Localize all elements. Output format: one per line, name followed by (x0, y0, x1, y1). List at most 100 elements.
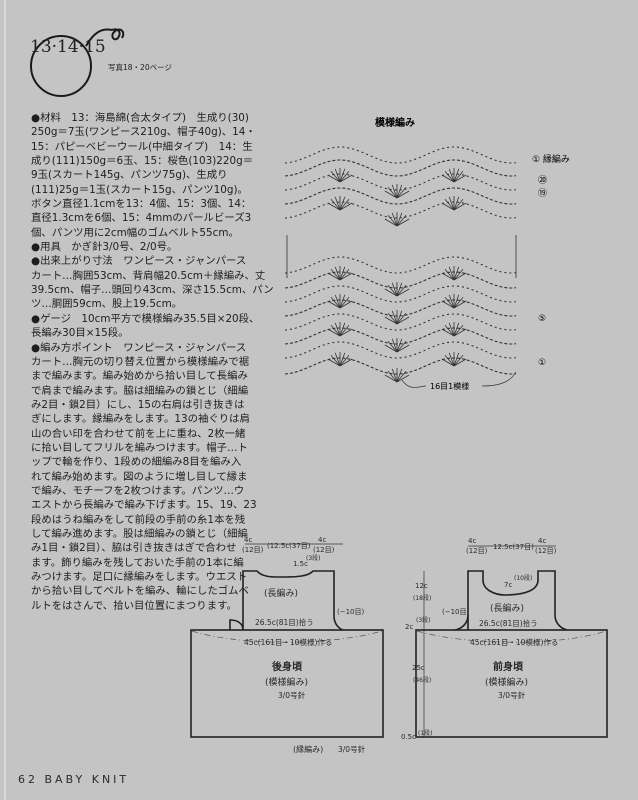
stitch-fan (327, 352, 353, 367)
repeat-label: 16目1模様 (430, 381, 469, 391)
front-neck-width: 12.5c(37目) (493, 543, 534, 551)
stitch-row (284, 285, 517, 303)
front-pickup: 26.5c(81目)拾う (479, 618, 538, 628)
back-neck-depth: 1.5c (293, 560, 308, 568)
front-yoke-stitch: (長編み) (490, 602, 524, 614)
stitch-row (284, 201, 517, 219)
instruction-line: 39.5cm、帽子…頭回り43cm、深さ15.5cm、パン (31, 284, 274, 297)
instruction-line: 長編み30目×15段。 (31, 327, 129, 340)
project-number: 13·14·15 (30, 37, 106, 57)
front-needle: 3/0号針 (498, 690, 526, 700)
page-footer: 62 BABY KNIT (18, 773, 129, 786)
instruction-line: 個、パンツ用に2cm幅のゴムベルト55cm。 (31, 226, 239, 239)
back-neck-depth-rows: (3段) (306, 554, 321, 562)
instruction-line: まで編みます。編み始めから拾い目して長編み (31, 370, 248, 383)
instruction-line: ップで輪を作り、1段めの細編み8目を編み入 (31, 456, 242, 469)
back-edging-needle: 3/0号針 (338, 744, 366, 754)
back-piece-diagram: 4c (12目) (12.5c(37目) 4c (12目) 1.5c (3段) … (190, 536, 433, 754)
edge-row-label: ① 縁編み (532, 153, 570, 165)
instruction-line: 山の合い印を合わせて前を上に重ね、2枚一緒 (31, 427, 246, 440)
back-edging: (縁編み) (293, 744, 323, 754)
stitch-fan (327, 196, 353, 211)
front-neck-depth: 7c (504, 581, 512, 589)
instruction-line: カート…胸元の切り替え位置から模様編みで裾 (31, 355, 250, 368)
stitch-fan (384, 310, 410, 325)
instruction-line: (111)25g＝1玉(スカート15g、パンツ10g)。 (31, 183, 248, 196)
back-shoulder-right-sts: (12目) (313, 546, 335, 554)
stitch-row (284, 299, 517, 317)
stitch-fan (441, 168, 467, 183)
stitch-row (284, 256, 517, 274)
stitch-fan (327, 294, 353, 309)
back-needle: 3/0号針 (278, 690, 306, 700)
front-piece-diagram: 4c (12目) 12.5c(37目) 4c (12目) 7c (10段) (長… (415, 537, 608, 738)
garment-schematics: 4c (12目) (12.5c(37目) 4c (12目) 1.5c (3段) … (190, 536, 608, 754)
stitch-fan (384, 368, 410, 383)
instruction-line: ●編み方ポイント ワンピース・ジャンパース (31, 341, 247, 354)
stitch-fan (384, 282, 410, 297)
front-shoulder-left-sts: (12目) (466, 547, 488, 555)
stitch-row (284, 271, 517, 289)
row-5-label: ⑤ (538, 314, 546, 324)
instruction-line: みつけます。足口に縁編みをします。ウエスト (31, 571, 248, 583)
chart-title: 模様編み (375, 116, 415, 129)
back-shoulder-left: 4c (244, 536, 252, 544)
stitch-row (284, 327, 517, 345)
instructions-text: ●材料 13：海島綿(合太タイプ) 生成り(30)250g＝7玉(ワンピース21… (31, 111, 281, 613)
instruction-line: ぎにします。縁編みをします。13の袖ぐりは肩 (31, 413, 250, 426)
instruction-line: み1目・鎖2目）、脇は引き抜きはぎで合わせ (31, 542, 237, 555)
back-neck-width: (12.5c(37目) (267, 542, 311, 550)
back-pickup: 26.5c(81目)拾う (255, 617, 314, 627)
back-decrease: (−10目) (337, 608, 365, 616)
height-edge-rows: (1段) (418, 729, 433, 737)
back-shoulder-right: 4c (318, 536, 326, 544)
stitch-fan (327, 266, 353, 281)
instruction-line: から拾い目してベルトを編み、輪にしたゴムベ (31, 585, 249, 598)
instruction-line: で編み、モチーフを2枚つけます。パンツ…ウ (31, 484, 245, 497)
front-shoulder-right: 4c (538, 537, 546, 545)
back-yoke-stitch: (長編み) (264, 587, 298, 599)
stitch-fan (384, 212, 410, 227)
instruction-line: ●出来上がり寸法 ワンピース・ジャンパース (31, 255, 247, 268)
stitch-fan (441, 196, 467, 211)
height-edge: 0.5c (401, 733, 416, 741)
instruction-line: 15：パピーベビーウール(中細タイプ) 14：生 (31, 140, 253, 153)
back-piece-name: 後身頃 (272, 660, 303, 673)
instruction-line: ●材料 13：海島綿(合太タイプ) 生成り(30) (31, 112, 249, 124)
back-shoulder-left-sts: (12目) (242, 546, 264, 554)
front-decrease: (−10目) (442, 608, 470, 616)
stitch-row (284, 187, 517, 205)
stitch-fan (384, 184, 410, 199)
instruction-line: 直径1.3cmを6個、15：4mmのパールビーズ3 (31, 212, 252, 225)
back-cast-on: 45c(161目・10模様)作る (244, 637, 332, 647)
front-shoulder-right-sts: (12目) (535, 547, 557, 555)
crochet-pattern-chart: 模様編み ① 縁編み ⑳ ⑲ ⑤ ① 16目1模様 (284, 116, 570, 391)
instruction-line: ●用具 かぎ針3/0号、2/0号。 (31, 241, 178, 254)
instruction-line: ボタン直径1.1cmを13：4個、15：3個、14： (31, 198, 252, 211)
height-armhole-rows: (3段) (416, 616, 431, 624)
front-piece-name: 前身頃 (493, 660, 524, 673)
instruction-line: に拾い目してフリルを編みつけます。帽子…ト (31, 441, 248, 454)
stitch-fan (384, 338, 410, 353)
instruction-line: ●ゲージ 10cm平方で模様編み35.5目×20段、 (31, 312, 260, 325)
height-yoke: 12c (415, 582, 428, 590)
instruction-line: 成り(111)150g＝6玉、15：桜色(103)220g＝ (31, 155, 254, 168)
instruction-line: して編み進めます。股は細編みの鎖とじ（細編 (31, 527, 248, 540)
instruction-line: 9玉(スカート145g、パンツ75g)、生成り (31, 169, 228, 182)
front-pattern: (模様編み) (485, 676, 528, 688)
project-number-logo (30, 28, 125, 97)
front-shoulder-left: 4c (468, 537, 476, 545)
stitch-fan (441, 352, 467, 367)
instruction-line: ツ…胴囲59cm、股上19.5cm。 (31, 298, 183, 311)
instruction-line: れて編み始めます。図のように増し目して縁ま (31, 470, 248, 483)
height-armhole: 2c (405, 623, 413, 631)
row-19-label: ⑲ (538, 188, 547, 199)
page-number: 62 (18, 773, 38, 786)
stitch-fan (441, 294, 467, 309)
instruction-line: ます。飾り編みを残しておいた手前の1本に編 (31, 556, 244, 569)
instruction-line: で肩まで編みます。脇は細編みの鎖とじ（細編 (31, 384, 249, 397)
stitch-fan (441, 322, 467, 337)
front-neck-depth-rows: (10段) (514, 574, 532, 582)
instruction-line: 段めはうね編みをして前段の手前の糸1本を残 (31, 513, 246, 526)
row-20-label: ⑳ (538, 175, 547, 186)
